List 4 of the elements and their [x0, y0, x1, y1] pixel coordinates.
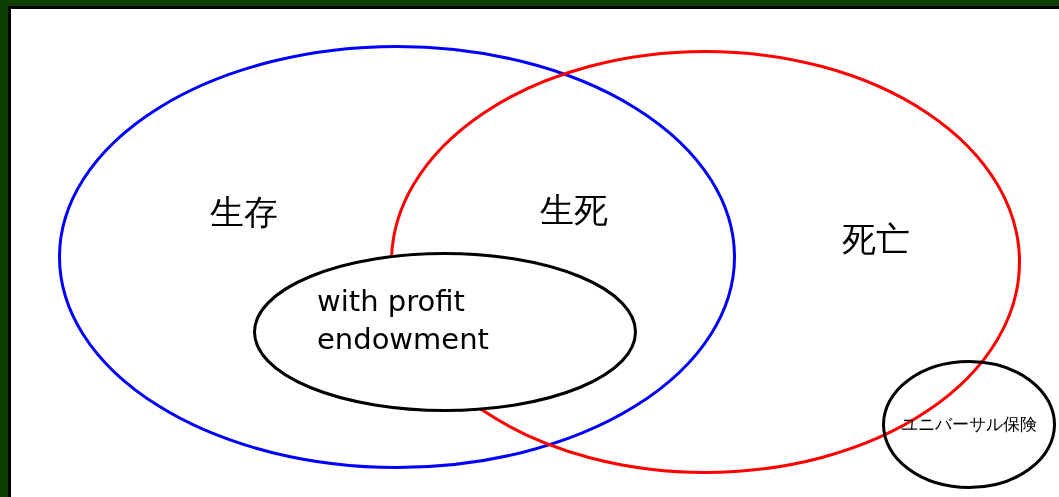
overlap-label: 生死: [540, 189, 608, 232]
set-label: with profit endowment: [317, 283, 490, 359]
set-label: 死亡: [842, 218, 910, 261]
set-label: 生存: [210, 191, 278, 234]
